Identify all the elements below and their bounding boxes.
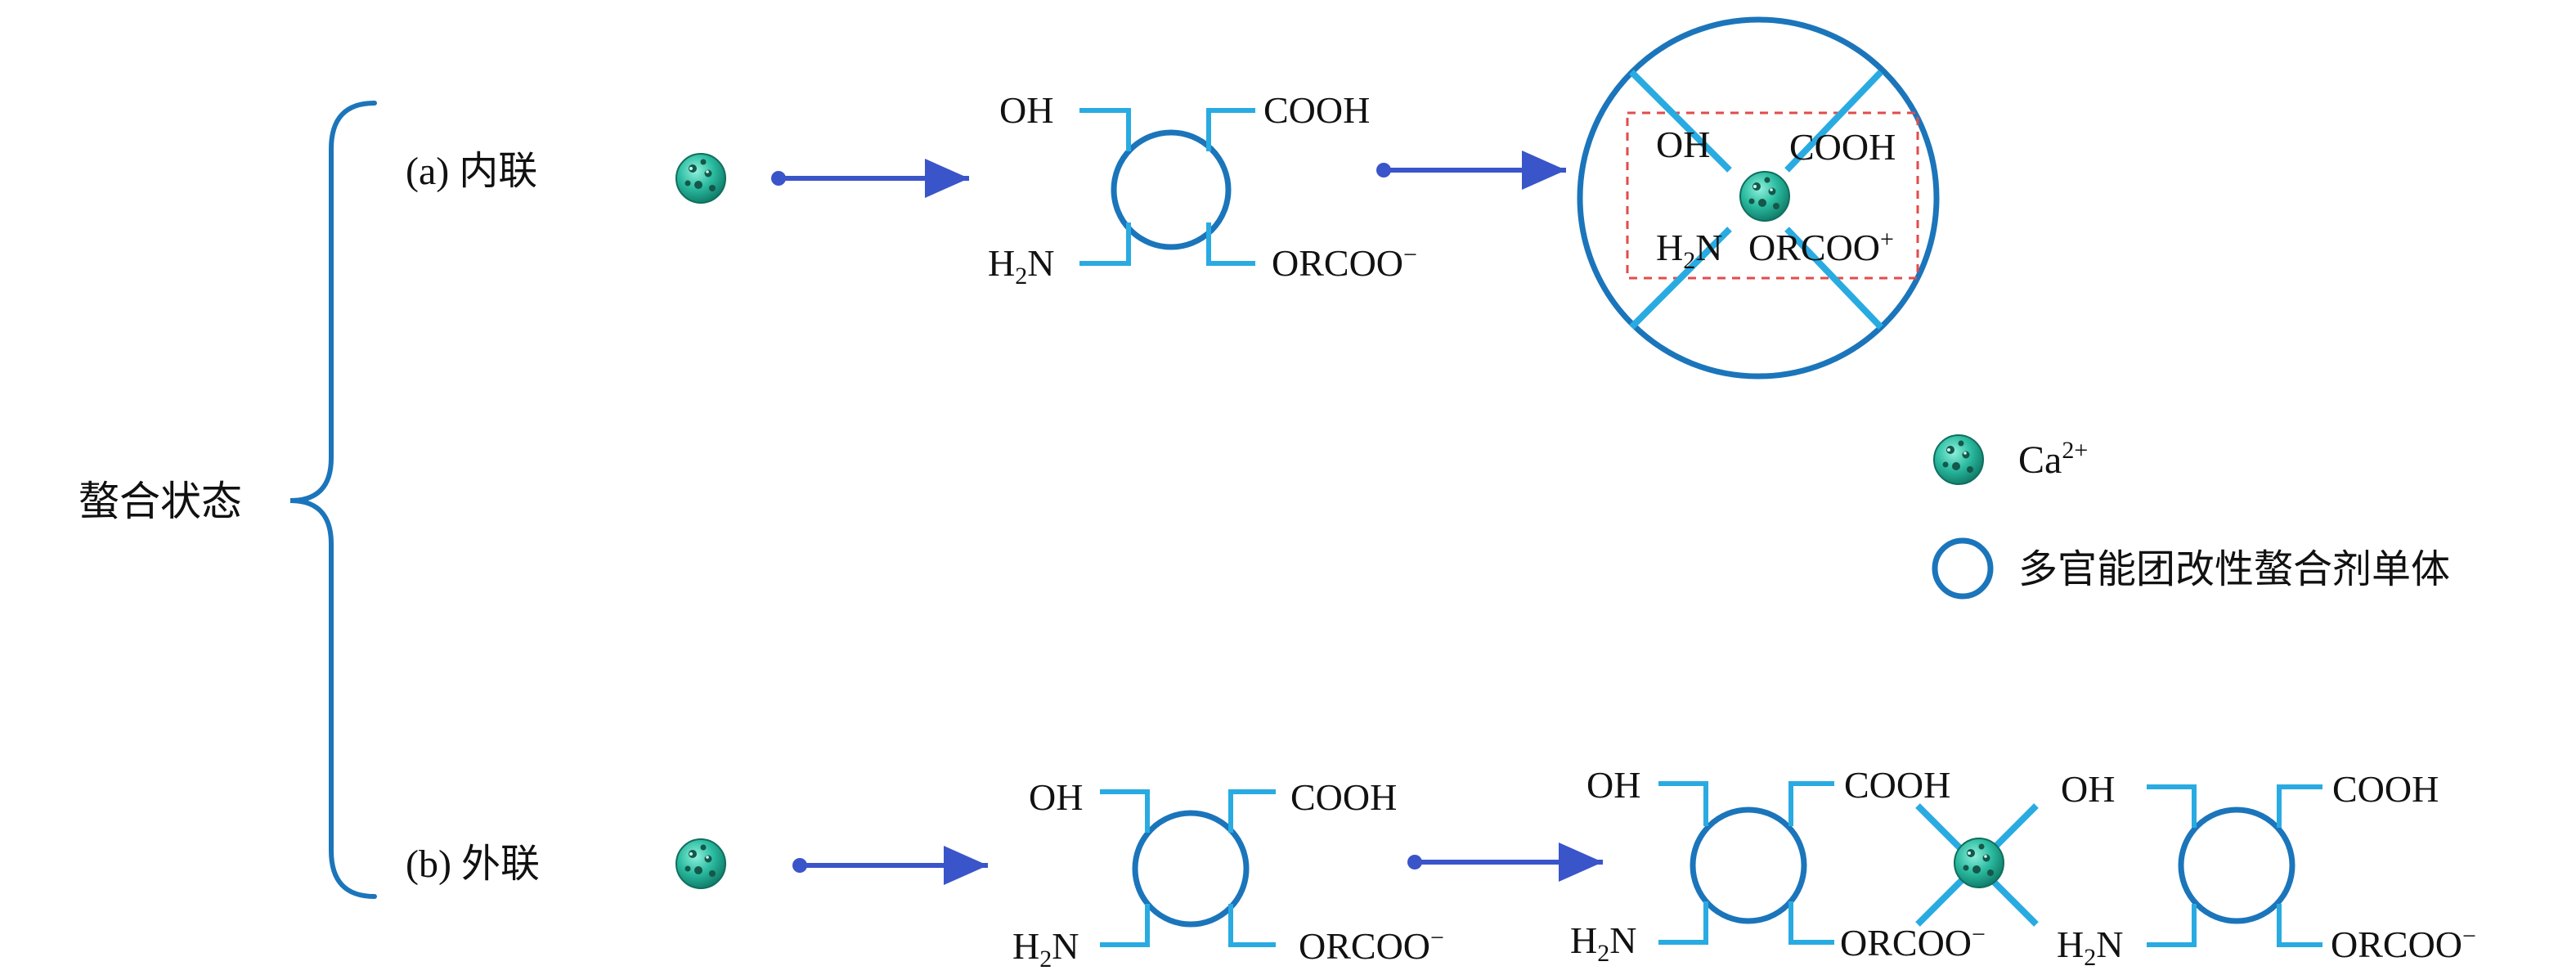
h2n-label: H2N <box>2057 923 2123 971</box>
legend-ion-label: Ca2+ <box>2018 437 2088 482</box>
oh-label: OH <box>2061 768 2115 810</box>
orcoo-label: ORCOO− <box>1299 924 1444 967</box>
monomer-b: OH COOH H2N ORCOO− <box>1012 776 1444 973</box>
arrow-b2 <box>1407 842 1603 882</box>
grouping-brace <box>289 101 377 899</box>
legend-monomer-label: 多官能团改性螯合剂单体 <box>2018 546 2450 592</box>
bracket-oh <box>1100 789 1150 833</box>
monomer-ring <box>1132 810 1250 928</box>
orcoo-label: ORCOO− <box>1840 921 1986 964</box>
branch-a-label: (a) 内联 <box>406 150 537 193</box>
bracket-cooh <box>1788 781 1834 826</box>
bracket-orcoo <box>1788 901 1834 945</box>
h2n-label: H2N <box>988 242 1054 290</box>
bracket-orcoo <box>1228 904 1276 947</box>
complex-oh-label: OH <box>1656 124 1710 165</box>
bracket-h2n <box>1100 904 1150 947</box>
complex-h2n-label: H2N <box>1656 227 1722 274</box>
outer-monomer-right: OH COOH H2N ORCOO− <box>2057 768 2476 971</box>
oh-label: OH <box>1586 764 1640 806</box>
bracket-oh <box>1079 108 1131 151</box>
cooh-label: COOH <box>1263 89 1370 131</box>
bracket-oh <box>2147 784 2197 828</box>
monomer-ring <box>2178 807 2296 924</box>
ion-bridge <box>1954 838 2004 888</box>
inner-chelate-complex: OH COOH H2N ORCOO+ <box>1577 16 1940 380</box>
bracket-cooh <box>1206 108 1255 151</box>
complex-ring <box>1577 16 1940 380</box>
bracket-orcoo <box>2277 904 2322 947</box>
bracket-h2n <box>1079 222 1131 266</box>
spoke-orcoo <box>1784 227 1883 330</box>
spoke-oh <box>1629 70 1732 173</box>
monomer-ring <box>1111 129 1232 250</box>
h2n-label: H2N <box>1570 919 1636 967</box>
bracket-orcoo <box>1206 222 1255 266</box>
bridging-ion <box>1915 803 2039 927</box>
orcoo-label: ORCOO− <box>2331 923 2476 965</box>
legend-ion-icon <box>1933 434 1984 485</box>
arrow-a2 <box>1376 151 1566 190</box>
orcoo-label: ORCOO− <box>1272 241 1417 284</box>
monomer-a: OH COOH H2N ORCOO− <box>988 89 1417 290</box>
monomer-ring <box>1690 807 1807 924</box>
cooh-label: COOH <box>1844 764 1950 806</box>
arrow-a1 <box>771 159 969 198</box>
bracket-h2n <box>2147 904 2197 947</box>
branch-b-label: (b) 外联 <box>406 842 540 886</box>
ion-b <box>675 838 726 889</box>
chelation-state-title: 螯合状态 <box>79 478 242 525</box>
arrow-b1 <box>792 846 988 885</box>
ion-a <box>675 153 726 204</box>
complex-orcoo-label: ORCOO+ <box>1748 226 1894 268</box>
h2n-label: H2N <box>1012 925 1079 973</box>
outer-monomer-left: OH COOH H2N ORCOO− <box>1570 764 1986 967</box>
ion-complex-a <box>1739 171 1790 222</box>
legend: Ca2+ 多官能团改性螯合剂单体 <box>1932 434 2450 600</box>
bracket-cooh <box>2277 784 2322 828</box>
legend-monomer-icon <box>1932 537 1994 600</box>
cooh-label: COOH <box>1290 776 1397 818</box>
oh-label: OH <box>999 89 1053 131</box>
bracket-oh <box>1658 781 1708 826</box>
cooh-label: COOH <box>2332 768 2439 810</box>
spoke-h2n <box>1629 227 1732 330</box>
oh-label: OH <box>1029 776 1083 818</box>
bracket-h2n <box>1658 901 1708 945</box>
bracket-cooh <box>1228 789 1276 833</box>
spoke-cooh <box>1784 70 1883 173</box>
complex-cooh-label: COOH <box>1789 126 1896 168</box>
complex-dashed-box <box>1626 111 1919 280</box>
